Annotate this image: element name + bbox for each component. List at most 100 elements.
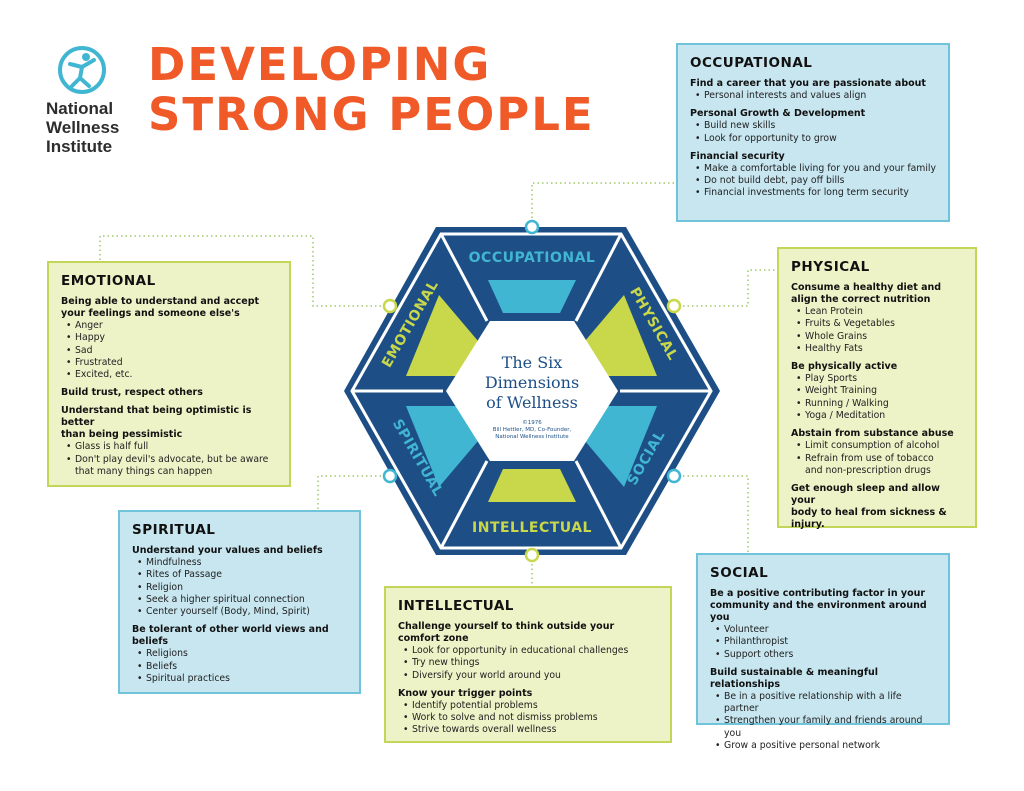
intellectual-section-heading: Challenge yourself to think outside your… bbox=[398, 621, 615, 644]
physical-title: PHYSICAL bbox=[791, 259, 870, 275]
connector-spiritual bbox=[317, 475, 390, 510]
hex-label-intellectual: INTELLECTUAL bbox=[472, 520, 592, 536]
list-item: Work to solve and not dismiss problems bbox=[398, 712, 658, 725]
intellectual-section-heading: Know your trigger points bbox=[398, 687, 533, 699]
segment-emotional bbox=[406, 295, 478, 376]
list-item: Frustrated bbox=[61, 357, 277, 370]
emotional-title: EMOTIONAL bbox=[61, 273, 156, 289]
occupational-box: OCCUPATIONAL Find a career that you are p… bbox=[676, 43, 950, 222]
emotional-bullet-list: Glass is half fullDon't play devil's adv… bbox=[61, 441, 277, 478]
connector-physical bbox=[674, 269, 778, 307]
social-box: SOCIAL Be a positive contributing factor … bbox=[696, 553, 950, 753]
list-item: Financial investments for long term secu… bbox=[690, 187, 936, 200]
intellectual-title: INTELLECTUAL bbox=[398, 598, 514, 614]
dot-emotional bbox=[382, 298, 398, 314]
list-item: Center yourself (Body, Mind, Spirit) bbox=[132, 606, 347, 619]
list-item: Philanthropist bbox=[710, 636, 936, 649]
list-item: Identify potential problems bbox=[398, 700, 658, 713]
center-line-1: The Six bbox=[502, 353, 563, 372]
title-line-1: DEVELOPING bbox=[148, 38, 492, 91]
occupational-bullet-list: Make a comfortable living for you and yo… bbox=[690, 163, 936, 200]
occupational-section-heading: Find a career that you are passionate ab… bbox=[690, 78, 926, 89]
center-line-2: Dimensions bbox=[485, 373, 579, 392]
list-item: Running / Walking bbox=[791, 398, 963, 411]
list-item: Glass is half full bbox=[61, 441, 277, 454]
hexagon-center bbox=[446, 321, 618, 461]
occupational-section-heading: Personal Growth & Development bbox=[690, 108, 866, 120]
social-title: SOCIAL bbox=[710, 565, 769, 581]
occupational-bullet-list: Build new skillsLook for opportunity to … bbox=[690, 120, 936, 145]
dot-occupational bbox=[524, 219, 540, 235]
logo-line-2: Wellness bbox=[46, 118, 120, 137]
segment-spiritual bbox=[406, 406, 478, 487]
spiritual-section-heading: Understand your values and beliefs bbox=[132, 545, 323, 556]
list-item: Do not build debt, pay off bills bbox=[690, 175, 936, 188]
list-item: Build new skills bbox=[690, 120, 936, 133]
dot-physical bbox=[666, 298, 682, 314]
list-item: Seek a higher spiritual connection bbox=[132, 594, 347, 607]
occupational-bullet-list: Personal interests and values align bbox=[690, 90, 936, 103]
page-title: DEVELOPING STRONG PEOPLE bbox=[148, 40, 668, 140]
segment-social bbox=[585, 406, 657, 487]
list-item: Excited, etc. bbox=[61, 369, 277, 382]
logo-line-3: Institute bbox=[46, 137, 113, 156]
list-item: Happy bbox=[61, 332, 277, 345]
list-item: Weight Training bbox=[791, 385, 963, 398]
connector-social bbox=[674, 475, 749, 554]
list-item: Lean Protein bbox=[791, 306, 963, 319]
list-item: Play Sports bbox=[791, 373, 963, 386]
emotional-section-heading: Build trust, respect others bbox=[61, 387, 203, 399]
physical-bullet-list: Limit consumption of alcoholRefrain from… bbox=[791, 440, 963, 477]
list-item: Fruits & Vegetables bbox=[791, 318, 963, 331]
list-item: Healthy Fats bbox=[791, 343, 963, 356]
occupational-title: OCCUPATIONAL bbox=[690, 55, 813, 71]
credit-line-3: National Wellness Institute bbox=[495, 434, 569, 440]
intellectual-box: INTELLECTUAL Challenge yourself to think … bbox=[384, 586, 672, 743]
list-item: Whole Grains bbox=[791, 331, 963, 344]
intellectual-bullet-list: Look for opportunity in educational chal… bbox=[398, 645, 658, 682]
list-item: Beliefs bbox=[132, 661, 347, 674]
list-item: Mindfulness bbox=[132, 557, 347, 570]
physical-section-heading: Abstain from substance abuse bbox=[791, 428, 954, 440]
list-item: Diversify your world around you bbox=[398, 670, 658, 683]
dot-social bbox=[666, 468, 682, 484]
list-item: Look for opportunity in educational chal… bbox=[398, 645, 658, 658]
spiritual-bullet-list: MindfulnessRites of PassageReligionSeek … bbox=[132, 557, 347, 619]
list-item: Limit consumption of alcohol bbox=[791, 440, 963, 453]
social-bullet-list: VolunteerPhilanthropistSupport others bbox=[710, 624, 936, 661]
hex-label-occupational: OCCUPATIONAL bbox=[469, 250, 596, 266]
social-section-heading: Build sustainable & meaningful relations… bbox=[710, 666, 878, 690]
social-section-heading: Be a positive contributing factor in you… bbox=[710, 588, 927, 623]
physical-box: PHYSICAL Consume a healthy diet and align… bbox=[777, 247, 977, 530]
logo-figure-icon bbox=[58, 46, 106, 94]
list-item: Anger bbox=[61, 320, 277, 333]
connector-occupational bbox=[531, 182, 676, 227]
segment-physical bbox=[585, 295, 657, 376]
spiritual-section-heading: Be tolerant of other world views and bel… bbox=[132, 624, 329, 648]
intellectual-bullet-list: Identify potential problemsWork to solve… bbox=[398, 700, 658, 737]
physical-bullet-list: Play SportsWeight TrainingRunning / Walk… bbox=[791, 373, 963, 422]
list-item: Strive towards overall wellness bbox=[398, 724, 658, 737]
emotional-bullet-list: AngerHappySadFrustratedExcited, etc. bbox=[61, 320, 277, 382]
list-item: Sad bbox=[61, 345, 277, 358]
list-item: Yoga / Meditation bbox=[791, 410, 963, 423]
center-line-3: of Wellness bbox=[486, 393, 578, 412]
list-item: Religion bbox=[132, 582, 347, 595]
list-item: Be in a positive relationship with a lif… bbox=[710, 691, 936, 716]
list-item: Grow a positive personal network bbox=[710, 740, 936, 753]
title-line-2: STRONG PEOPLE bbox=[148, 88, 595, 141]
credit-line-2: Bill Hettler, MD, Co-Founder, bbox=[493, 427, 572, 433]
spiritual-title: SPIRITUAL bbox=[132, 522, 216, 538]
social-bullet-list: Be in a positive relationship with a lif… bbox=[710, 691, 936, 753]
spiritual-box: SPIRITUAL Understand your values and beli… bbox=[118, 510, 361, 694]
logo-line-1: National bbox=[46, 99, 114, 118]
occupational-section-heading: Financial security bbox=[690, 150, 785, 162]
list-item: Strengthen your family and friends aroun… bbox=[710, 715, 936, 740]
list-item: Refrain from use of tobacco and non-pres… bbox=[791, 453, 963, 478]
list-item: Make a comfortable living for you and yo… bbox=[690, 163, 936, 176]
dot-intellectual bbox=[524, 547, 540, 563]
list-item: Support others bbox=[710, 649, 936, 662]
physical-section-heading: Consume a healthy diet and align the cor… bbox=[791, 282, 942, 305]
